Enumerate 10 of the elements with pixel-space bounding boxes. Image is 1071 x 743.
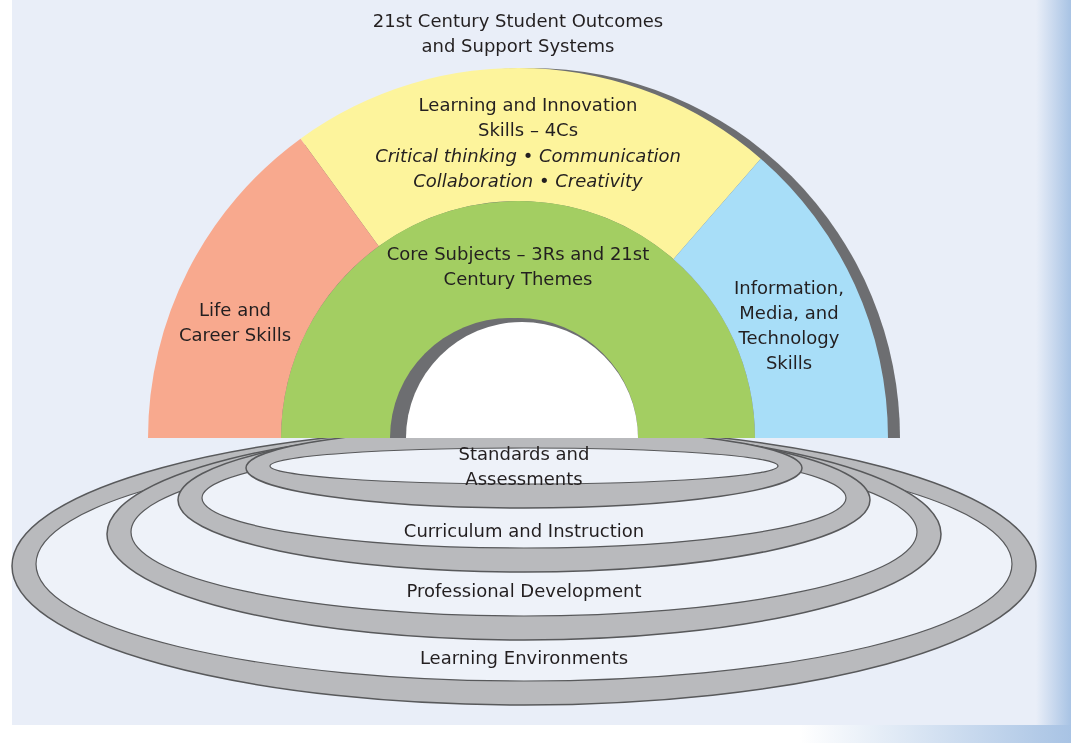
segment-label: Standards and Assessments (457, 442, 591, 491)
segment-label: Curriculum and Instruction (402, 519, 646, 543)
segment-label: Learning Environments (418, 646, 630, 670)
skill-list: Critical thinking • Communication Collaboration • Creativity (345, 143, 711, 193)
segment-label: Learning and Innovation Skills – 4Cs (417, 93, 639, 142)
segment-label: Life and Career Skills (177, 298, 293, 347)
segment-label: Information, Media, and Technology Skills (733, 276, 845, 375)
segment-label: Core Subjects – 3Rs and 21st Century Themes (385, 242, 651, 291)
segment-label: Professional Development (405, 579, 643, 603)
diagram-title: 21st Century Student Outcomes and Support Systems (371, 9, 665, 58)
